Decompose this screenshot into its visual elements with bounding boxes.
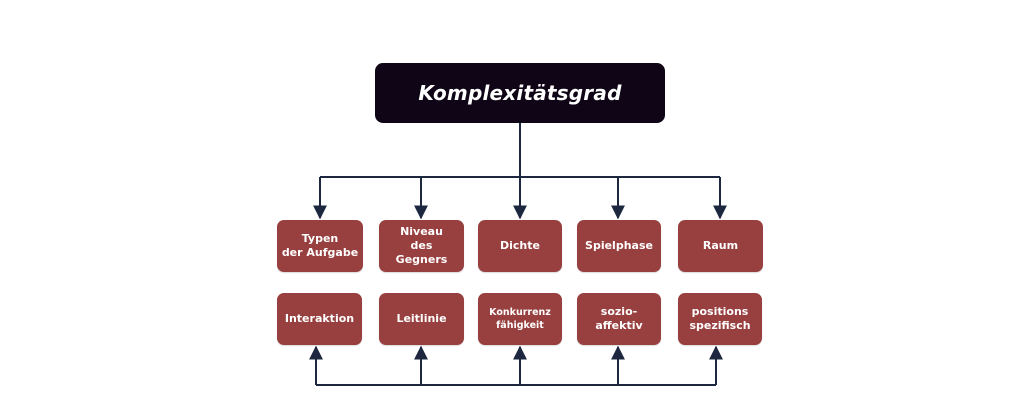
node-sozio-affektiv: sozio- affektiv xyxy=(577,293,661,345)
node-label: Typen der Aufgabe xyxy=(281,232,359,259)
node-niveau-des-gegners: Niveau des Gegners xyxy=(379,220,464,272)
node-label: Raum xyxy=(702,239,739,252)
node-label: Niveau des Gegners xyxy=(395,225,448,266)
root-node-label: Komplexitätsgrad xyxy=(418,81,622,105)
node-label: sozio- affektiv xyxy=(595,305,643,332)
node-label: Dichte xyxy=(500,239,540,252)
node-label: Spielphase xyxy=(585,239,653,252)
node-raum: Raum xyxy=(678,220,763,272)
root-node: Komplexitätsgrad xyxy=(375,63,665,123)
node-dichte: Dichte xyxy=(478,220,562,272)
node-leitlinie: Leitlinie xyxy=(379,293,464,345)
node-spielphase: Spielphase xyxy=(577,220,661,272)
node-label: positions spezifisch xyxy=(689,305,751,332)
node-konkurrenzfaehigkeit: Konkurrenz fähigkeit xyxy=(478,293,562,345)
node-positionsspezifisch: positions spezifisch xyxy=(678,293,762,345)
node-interaktion: Interaktion xyxy=(277,293,362,345)
node-label: Konkurrenz fähigkeit xyxy=(489,307,551,331)
node-typen-der-aufgabe: Typen der Aufgabe xyxy=(277,220,363,272)
node-label: Leitlinie xyxy=(396,312,447,325)
node-label: Interaktion xyxy=(284,312,355,325)
